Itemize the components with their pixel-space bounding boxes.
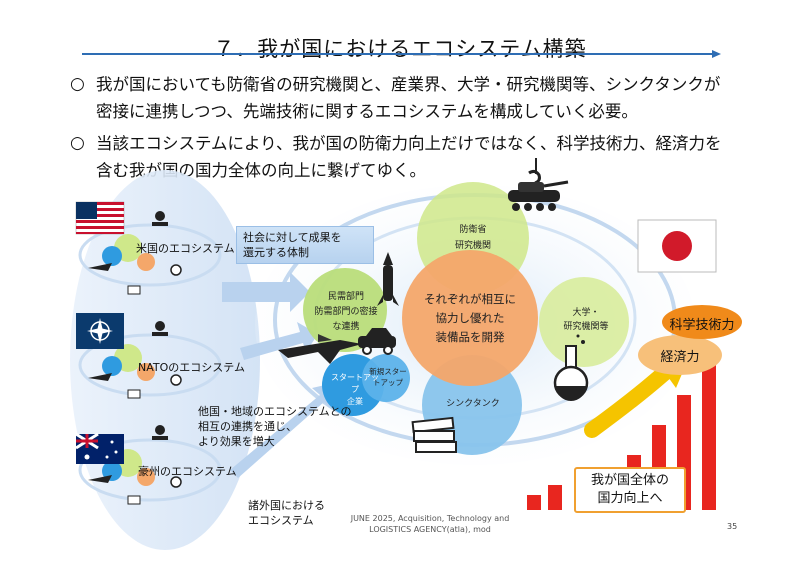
social-return-box: 社会に対して成果を 還元する体制 [236, 226, 374, 264]
car-icon [358, 328, 396, 355]
new-startup-node [362, 354, 410, 402]
economy-label: 経済力 [660, 350, 700, 365]
nato-ecosystem-label: NATOのエコシステム [138, 361, 245, 374]
national-power-label: 我が国全体の 国力向上へ [574, 467, 686, 513]
economy-badge [638, 335, 722, 375]
foreign-ecosystem-mini-icons [88, 211, 182, 505]
rocket-icon [377, 252, 399, 306]
bullet-1-mark: ○ [70, 74, 85, 94]
mod-research-label: 防衛省 研究機関 [454, 225, 491, 251]
center-node-label: それぞれが相互に 協力し優れた 装備品を開発 [424, 292, 516, 344]
nato-flag-icon [76, 313, 124, 349]
center-node [402, 250, 538, 386]
new-startup-label: 新規スター トアップ [369, 367, 407, 387]
us-ecosystem-swirl [78, 223, 222, 287]
slide-title: ７．我が国におけるエコシステム構築 [213, 37, 587, 61]
us-flag-icon [75, 201, 125, 235]
au-ecosystem-swirl [78, 438, 222, 502]
bullet-1: ○ 我が国においても防衛省の研究機関と、産業界、大学・研究機関等、シンクタンクが… [70, 71, 736, 125]
page-number: 35 [727, 522, 738, 531]
foreign-ecosystem-text: 諸外国における エコシステム [248, 499, 325, 527]
australia-flag-icon [75, 432, 124, 464]
flask-icon [553, 334, 589, 401]
cooperation-text: 他国・地域のエコシステムとの 相互の連携を通じ、 より効果を増大 [198, 405, 352, 448]
science-badge [662, 305, 742, 339]
books-icon [411, 416, 457, 453]
bullet-2-mark: ○ [70, 133, 85, 153]
nato-ecosystem-swirl [78, 333, 222, 397]
au-ecosystem-label: 豪州のエコシステム [138, 465, 237, 478]
us-link-arrow [222, 272, 310, 312]
thinktank-label: シンクタンク [446, 399, 500, 409]
civil-sector-label: 民需部門 防需部門の密接 な連携 [314, 292, 378, 332]
us-ecosystem-label: 米国のエコシステム [136, 242, 235, 255]
bullet-2: ○ 当該エコシステムにより、我が国の防衛力向上だけではなく、科学技術力、経済力を… [70, 130, 736, 184]
nato-link-arrow [240, 322, 318, 360]
footer-credit: JUNE 2025, Acquisition, Technology and L… [350, 514, 510, 534]
civil-sector-node [303, 268, 387, 352]
bullet-1-text: 我が国においても防衛省の研究機関と、産業界、大学・研究機関等、シンクタンクが密接… [96, 75, 721, 121]
university-label: 大学・ 研究機関等 [563, 308, 609, 332]
tank-icon [508, 158, 569, 211]
science-label: 科学技術力 [669, 318, 735, 333]
university-node [539, 277, 629, 367]
fighter-jet-icon [278, 334, 362, 364]
au-link-arrow [230, 382, 338, 478]
japan-flag-icon [637, 219, 717, 273]
startup-label: スタートアップ 企業 [331, 373, 379, 406]
